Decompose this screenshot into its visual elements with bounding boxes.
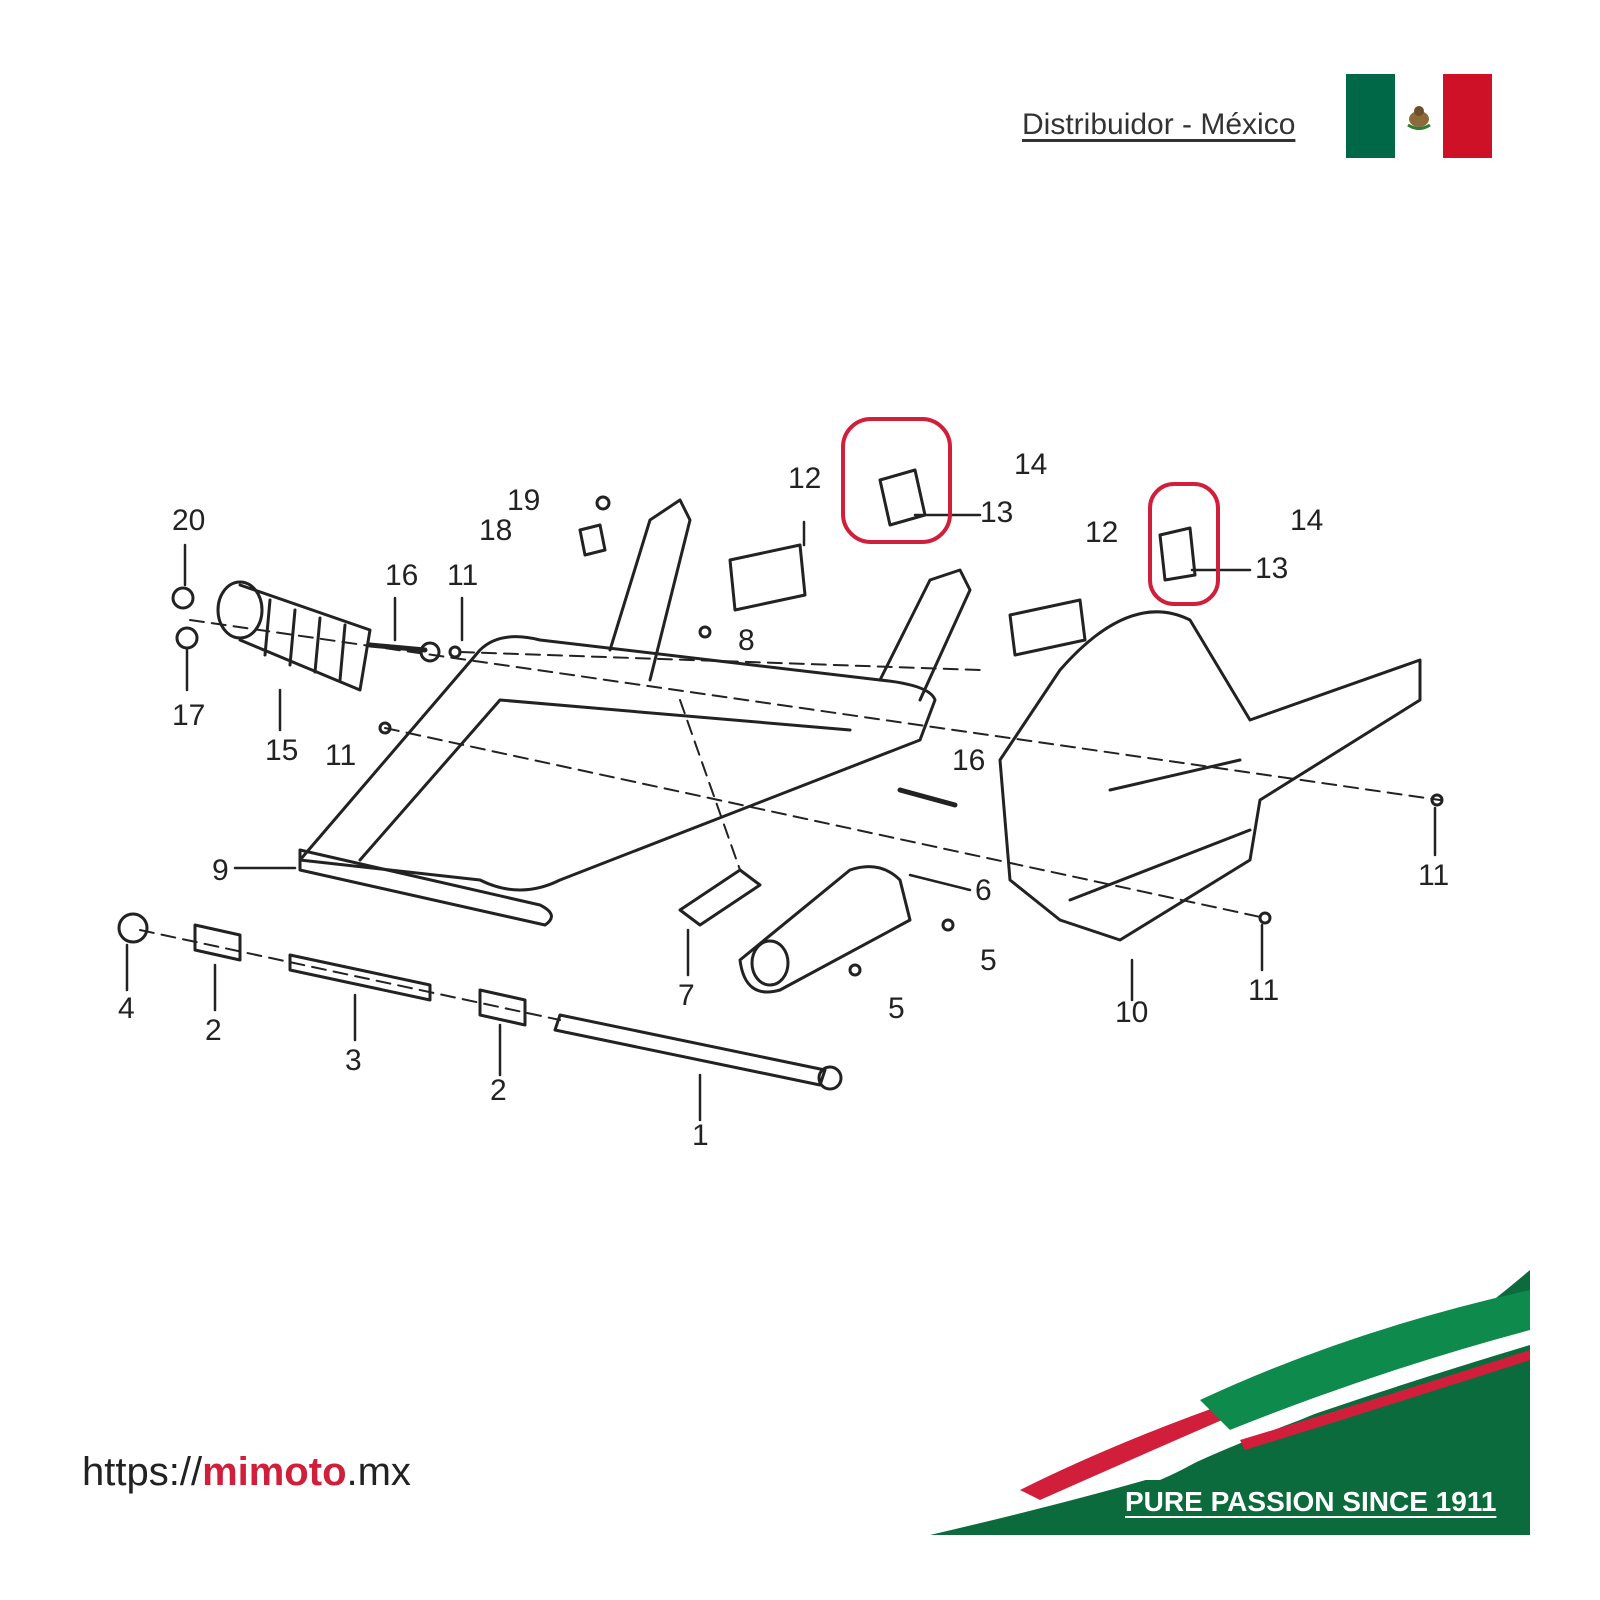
screw-5-a (941, 918, 955, 932)
callout-2-right: 2 (490, 1074, 507, 1107)
url-suffix: .mx (346, 1450, 411, 1494)
callout-7: 7 (678, 979, 695, 1012)
collar-2-left (193, 923, 242, 962)
highlight-rubber-13-left (841, 417, 952, 544)
rubber-13-left (878, 468, 927, 527)
nut-4 (117, 912, 149, 944)
nut-17 (175, 626, 199, 650)
pivot-tube (298, 848, 553, 927)
url-accent: mimoto (202, 1450, 347, 1494)
screw-11-b (378, 721, 392, 735)
url-prefix: https:// (82, 1450, 203, 1494)
swingarm-inner-bar (358, 698, 852, 862)
website-url[interactable]: https://mimoto.mx (82, 1450, 411, 1495)
callout-18: 18 (479, 514, 512, 547)
callout-5-a: 5 (980, 944, 997, 977)
callout-8: 8 (738, 624, 755, 657)
flag-green-band (1346, 74, 1395, 158)
callout-11-top: 11 (447, 559, 478, 592)
callout-12-right: 12 (1085, 516, 1118, 549)
screw-11-c (1430, 793, 1444, 807)
eagle-emblem-icon (1407, 106, 1431, 130)
callout-14-left: 14 (1014, 448, 1047, 481)
callout-15: 15 (265, 734, 298, 767)
callout-16-lower: 16 (952, 744, 985, 777)
screw-5-b (848, 963, 862, 977)
callout-16-top: 16 (385, 559, 418, 592)
axle-head (817, 1065, 843, 1091)
callout-13-left: 13 (980, 496, 1013, 529)
callout-6: 6 (975, 874, 992, 907)
callout-1: 1 (692, 1119, 709, 1152)
callout-2-left: 2 (205, 1014, 222, 1047)
plate-12-left (728, 543, 807, 612)
chain-adjuster (738, 865, 912, 994)
screw-11-a (448, 645, 462, 659)
mexico-flag (1346, 74, 1493, 158)
rear-mudguard (998, 610, 1422, 942)
callout-10: 10 (1115, 996, 1148, 1029)
callout-11-right-bottom: 11 (1248, 974, 1279, 1007)
clip-18 (578, 523, 607, 557)
flag-white-band (1394, 74, 1444, 158)
collar-2-right (478, 988, 527, 1027)
callout-20: 20 (172, 504, 205, 537)
swingarm-frame (298, 635, 937, 892)
callout-5-b: 5 (888, 992, 905, 1025)
bolt-16-lower (897, 787, 958, 808)
callout-9: 9 (212, 854, 229, 887)
callout-13-right: 13 (1255, 552, 1288, 585)
swingarm-upright-left (608, 498, 692, 682)
distributor-label: Distribuidor - México (1022, 108, 1296, 141)
callout-11-mid: 11 (325, 739, 356, 772)
screw-8 (698, 625, 712, 639)
swingarm-upright-right (878, 568, 972, 702)
bolt-16-top (367, 642, 428, 653)
callout-4: 4 (118, 992, 135, 1025)
axle-rod (553, 1013, 827, 1087)
nut-20 (171, 586, 195, 610)
bolt-16-top-head (419, 641, 441, 663)
highlight-rubber-13-right (1148, 482, 1220, 606)
plate-12-right (1008, 598, 1087, 657)
rubber-13-right (1158, 526, 1197, 582)
tagline: PURE PASSION SINCE 1911 (1125, 1486, 1497, 1517)
bracket-7 (678, 868, 762, 927)
spacer-3 (288, 953, 432, 1002)
callout-17: 17 (172, 699, 205, 732)
callout-19: 19 (507, 484, 540, 517)
screw-11-d (1258, 911, 1272, 925)
clip-19 (595, 495, 611, 511)
shock-absorber (216, 580, 372, 692)
flag-ribbon-banner (930, 1270, 1530, 1535)
callout-14-right: 14 (1290, 504, 1323, 537)
callout-12-left: 12 (788, 462, 821, 495)
flag-red-band (1443, 74, 1493, 158)
callout-11-right-top: 11 (1418, 859, 1449, 892)
callout-3: 3 (345, 1044, 362, 1077)
